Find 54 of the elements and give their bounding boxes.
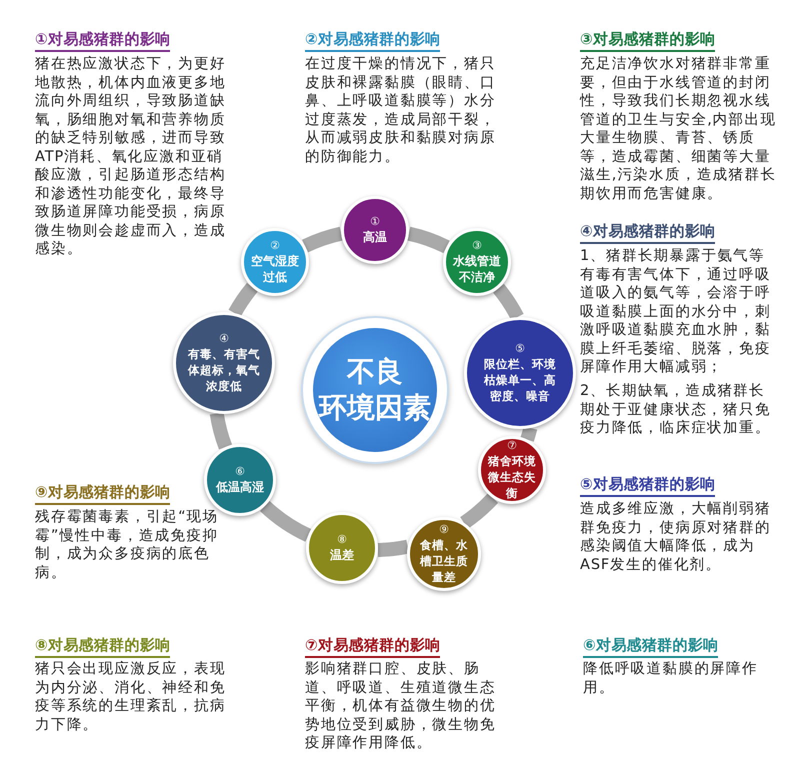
factor-circle: [241, 228, 309, 296]
factor-label: 食槽、水槽卫生质量差: [418, 537, 469, 585]
factor-circle: [341, 196, 409, 264]
factor-circle: [407, 517, 481, 591]
section-heading: ⑤对易感猪群的影响: [580, 475, 716, 496]
ring-segment: [228, 282, 258, 317]
section-heading: ④对易感猪群的影响: [580, 222, 716, 244]
circle-number: ⑤: [515, 342, 525, 356]
section-heading: ③对易感猪群的影响: [580, 30, 716, 52]
section-text: 降低呼吸道黏膜的屏障作用。: [583, 660, 759, 697]
circle-number: ③: [472, 239, 482, 253]
factor-circle: [306, 512, 378, 584]
section-text: 充足洁净饮水对猪群非常重要，但由于水线管道的封闭性，导致我们长期忽视水线管道的卫生与安全,内部出现大量生物膜、青苔、锈质等，造成霉菌、细菌等大量滋生,污染水质，造成猪群长期饮用而危害健康。: [580, 55, 778, 203]
section-text: 2、长期缺氧，造成猪群长期处于亚健康状态，猪只免疫力降低，临床症状加重。: [580, 382, 772, 438]
ring-segment: [260, 500, 312, 542]
factor-label: 高温: [362, 229, 388, 245]
factor-label: 水线管道不洁净: [453, 253, 501, 285]
section-heading: ②对易感猪群的影响: [305, 30, 440, 52]
ring-segment: [302, 226, 343, 252]
circle-number: ⑦: [507, 439, 517, 453]
section-heading: ⑥对易感猪群的影响: [583, 636, 718, 658]
section-text: 残存霉菌毒素，引起“现场霉”慢性中毒，造成免疫抑制，成为众多疫病的底色病。: [35, 508, 220, 582]
factor-label: 空气湿度过低: [251, 253, 299, 285]
section-heading: ⑨对易感猪群的影响: [35, 483, 170, 504]
factor-label: 猪舍环境微生态失衡: [486, 453, 537, 501]
section-text: 造成多维应激，大幅削弱猪群免疫力，使病原对猪群的感染阈值大幅降低，成为ASF发生的催化剂。: [580, 500, 772, 574]
circle-number: ④: [219, 332, 229, 346]
section-heading: ①对易感猪群的影响: [35, 30, 170, 52]
ring-segment: [378, 540, 410, 557]
section-text: 猪在热应激状态下，为更好地散热，机体内血液更多地流向外周组织，导致肠道缺氧，肠细胞对氧和营养物质的缺乏特别敏感，进而导致ATP消耗、氧化应激和亚硝酸应激，引起肠道形态结构和渗透性功能变化，最终导致肠道屏障功能受损，病原微生物则会趁虚而入，造成感染。: [35, 55, 227, 258]
circle-number: ②: [270, 239, 280, 253]
factor-circle: [443, 228, 511, 296]
factor-label: 温差: [329, 547, 355, 563]
circle-number: ⑧: [337, 533, 347, 547]
section-text: 在过度干燥的情况下，猪只皮肤和裸露黏膜（眼睛、口鼻、上呼吸道黏膜等）水分过度蒸发，造成局部干裂，从而减弱皮肤和黏膜对病原的防御能力。: [305, 55, 497, 166]
factor-circle: [478, 436, 546, 504]
ring-segment: [407, 226, 450, 254]
ring-segment: [460, 493, 498, 529]
factor-label: 限位栏、环境枯燥单一、高密度、噪音: [482, 356, 557, 404]
circle-number: ⑨: [439, 523, 449, 537]
ring-segment: [210, 412, 232, 450]
section-text: 猪只会出现应激反应，表现为内分泌、消化、神经和免疫等系统的生理紊乱，抗病力下降。: [35, 660, 227, 734]
ring-segment: [493, 284, 524, 320]
section-text: 1、猪群长期暴露于氨气等有毒有害气体下，通过呼吸道吸入的氨气等，会溶于呼吸道黏膜上面的水分中，刺激呼吸道黏膜充血水肿，黏膜上纤毛萎缩、脱落，免疫屏障作用大幅减弱；: [580, 247, 772, 376]
center-title: 不良环境因素: [319, 354, 431, 426]
factor-label: 有毒、有害气体超标，氧气浓度低: [186, 346, 261, 394]
section-heading: ⑧对易感猪群的影响: [35, 636, 170, 658]
ring-segment: [520, 426, 538, 442]
factor-circle: [173, 312, 275, 414]
circle-number: ⑥: [235, 465, 245, 479]
circle-number: ①: [370, 215, 380, 229]
section-text: 影响猪群口腔、皮肤、肠道、呼吸道、生殖道微生态平衡，机体有益微生物的优势地位受到威胁，微生物免疫屏障作用降低。: [305, 660, 497, 752]
factor-label: 低温高湿: [216, 479, 264, 495]
section-heading: ⑦对易感猪群的影响: [305, 636, 440, 658]
